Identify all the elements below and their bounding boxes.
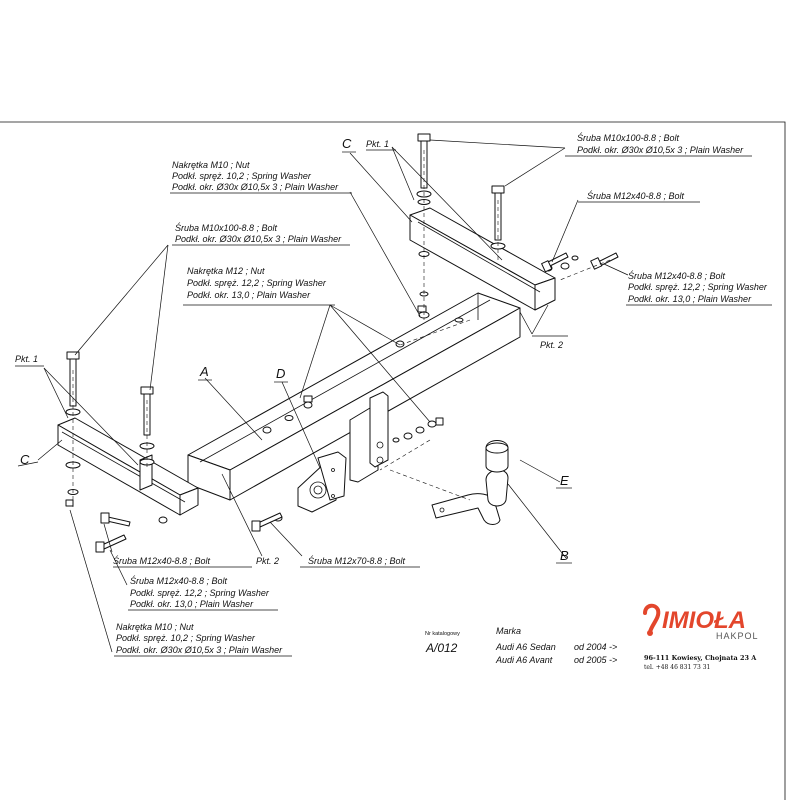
callout-top-right-bolt: Śruba M12x40-8.8 ; Bolt (587, 190, 685, 201)
callout-top-bolt-pair-line2: Podkł. okr. Ø30x Ø10,5x 3 ; Plain Washer (577, 145, 744, 155)
point-label-pkt2-right: Pkt. 2 (540, 340, 563, 350)
tow-ball (431, 440, 509, 525)
company-address: 96-111 Kowiesy, Chojnata 23 A (644, 654, 757, 662)
callout-top-nut-line3: Podkł. okr. Ø30x Ø10,5x 3 ; Plain Washer (172, 182, 339, 192)
right-side-bracket (409, 207, 556, 311)
company-logo: IMIOŁA HAKPOL (643, 603, 759, 641)
callout-left-bolt-pair-line2: Podkł. okr. Ø30x Ø10,5x 3 ; Plain Washer (175, 234, 342, 244)
callout-left-bolt-pair-line1: Śruba M10x100-8.8 ; Bolt (175, 222, 278, 233)
letter-a: A (199, 364, 209, 379)
letter-c-left: C (20, 452, 30, 467)
callout-right-bolt-set-line1: Śruba M12x40-8.8 ; Bolt (628, 270, 726, 281)
model-1-name: Audi A6 Sedan (495, 642, 556, 652)
letter-e: E (560, 473, 569, 488)
callout-underlines (113, 155, 772, 657)
callout-center-bolt: Śruba M12x70-8.8 ; Bolt (308, 555, 406, 566)
catalog-number: A/012 (425, 641, 458, 655)
horizontal-bolts (95, 252, 619, 553)
model-2-from: od 2005 -> (574, 655, 617, 665)
callout-right-bolt-set-line3: Podkł. okr. 13,0 ; Plain Washer (628, 294, 752, 304)
company-phone: tel. +48 46 831 73 31 (644, 664, 710, 671)
callout-mid-nut-line2: Podkł. spręż. 12,2 ; Spring Washer (187, 278, 327, 288)
callout-mid-nut-line1: Nakrętka M12 ; Nut (187, 266, 265, 276)
point-label-pkt1-top: Pkt. 1 (366, 139, 389, 149)
letter-b: B (560, 548, 569, 563)
callout-bottom-bolt: Śruba M12x40-8.8 ; Bolt (113, 555, 211, 566)
callout-top-nut-line1: Nakrętka M10 ; Nut (172, 160, 250, 170)
letter-d: D (276, 366, 285, 381)
brand-label: Marka (496, 626, 521, 636)
left-side-bracket (57, 417, 199, 516)
socket-plate (297, 451, 347, 513)
letter-c-top: C (342, 136, 352, 151)
logo-text: IMIOŁA (662, 607, 746, 634)
point-label-pkt2-bottom: Pkt. 2 (256, 556, 279, 566)
callout-bottom-nut-line3: Podkł. okr. Ø30x Ø10,5x 3 ; Plain Washer (116, 645, 283, 655)
leader-lines (37, 139, 629, 653)
callout-bottom-bolt-set-line1: Śruba M12x40-8.8 ; Bolt (130, 575, 228, 586)
drawing-frame (0, 121, 786, 800)
callout-top-nut-line2: Podkł. spręż. 10,2 ; Spring Washer (172, 171, 312, 181)
assembly-guide-lines (72, 150, 611, 510)
logo-subtext: HAKPOL (716, 631, 759, 641)
callout-bottom-nut-line1: Nakrętka M10 ; Nut (116, 622, 194, 632)
nuts (65, 305, 444, 507)
model-1-from: od 2004 -> (574, 642, 617, 652)
model-2-name: Audi A6 Avant (495, 655, 553, 665)
callout-right-bolt-set-line2: Podkł. spręż. 12,2 ; Spring Washer (628, 282, 768, 292)
tow-hook-logo-icon (643, 603, 661, 634)
callout-mid-nut-line3: Podkł. okr. 13,0 ; Plain Washer (187, 290, 311, 300)
catalog-label: Nr katalogowy (425, 631, 460, 637)
callout-bottom-bolt-set-line3: Podkł. okr. 13,0 ; Plain Washer (130, 599, 254, 609)
callout-top-bolt-pair-line1: Śruba M10x100-8.8 ; Bolt (577, 132, 680, 143)
callout-bottom-bolt-set-line2: Podkł. spręż. 12,2 ; Spring Washer (130, 588, 270, 598)
hitch-bracket (349, 391, 389, 483)
callout-bottom-nut-line2: Podkł. spręż. 10,2 ; Spring Washer (116, 633, 256, 643)
point-label-pkt1-left: Pkt. 1 (15, 354, 38, 364)
